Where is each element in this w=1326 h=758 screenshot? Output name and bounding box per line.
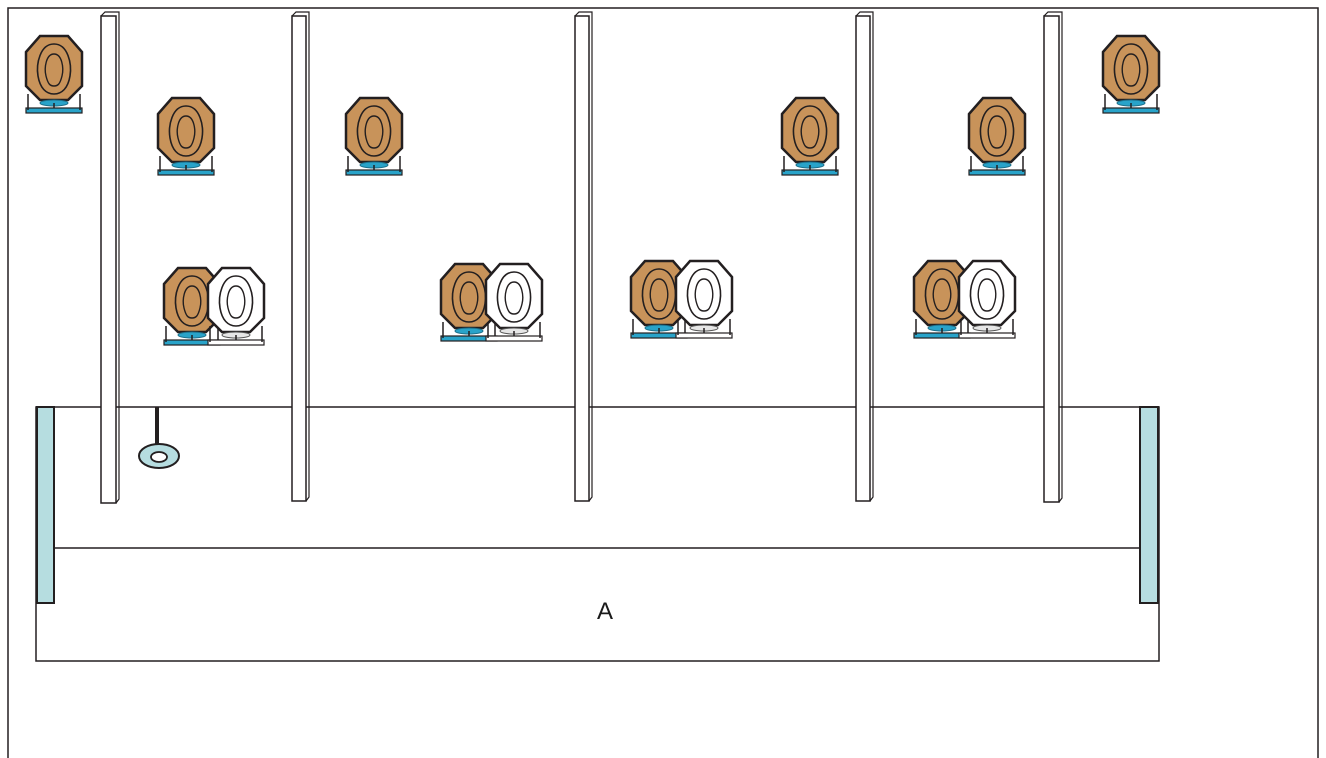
area-label: A — [597, 598, 613, 625]
wall-panel — [855, 11, 874, 502]
start-position-icon — [138, 407, 180, 469]
fault-line-left — [36, 406, 55, 604]
fault-line-right — [1139, 406, 1159, 604]
wall-panel — [291, 11, 310, 502]
wall-panel — [1043, 11, 1063, 503]
stage-border — [7, 7, 1319, 758]
wall-panel — [574, 11, 593, 502]
wall-panel — [100, 11, 120, 504]
